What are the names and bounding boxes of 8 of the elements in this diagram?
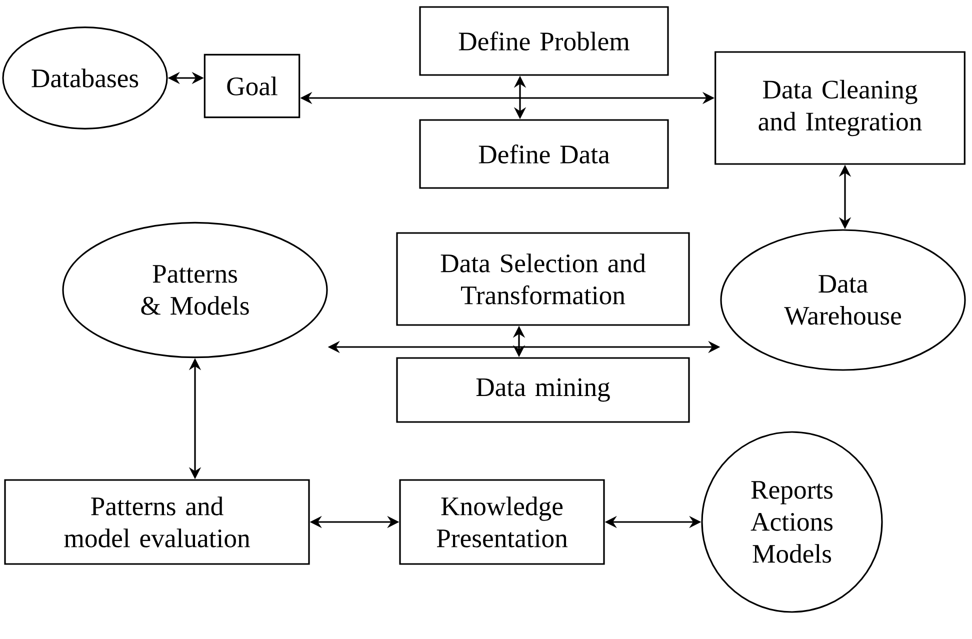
- process-box: Goal: [204, 54, 300, 118]
- process-box: Knowledge Presentation: [399, 479, 605, 565]
- process-box: Data Cleaning and Integration: [714, 51, 966, 165]
- process-box: Define Data: [419, 119, 669, 189]
- process-box: Data Selection and Transformation: [396, 232, 690, 326]
- process-box: Data mining: [396, 357, 690, 423]
- process-box: Patterns and model evaluation: [4, 479, 310, 565]
- process-box: Define Problem: [419, 6, 669, 76]
